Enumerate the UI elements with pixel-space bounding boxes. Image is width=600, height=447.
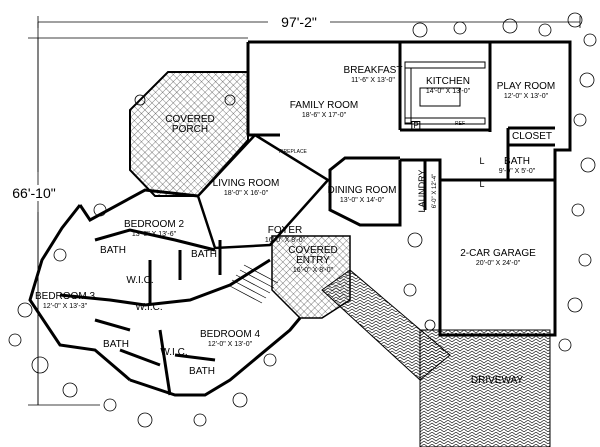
room-bedroom-2: BEDROOM 2 13'-0" X 13'-6": [123, 219, 185, 239]
room-dimensions: 9'-0" X 5'-0": [498, 168, 536, 175]
room-driveway: DRIVEWAY: [470, 375, 524, 386]
room-dimensions: 13'-0" X 14'-0": [339, 197, 385, 204]
room-dimensions: 12'-0" X 13'-0": [207, 341, 253, 348]
room-name: BEDROOM 2: [123, 219, 185, 230]
room-dimensions: 14'-0" X 13'-0": [425, 88, 471, 95]
room-name: FOYER: [267, 225, 303, 236]
room-name: PLAY ROOM: [496, 81, 556, 92]
room-dimensions: 12'-0" X 13'-0": [503, 93, 549, 100]
room-name: LAUNDRY: [417, 169, 427, 213]
room-name: 2-CAR GARAGE: [460, 248, 536, 259]
room-name-line2: PORCH: [171, 124, 209, 135]
room-closet: CLOSET: [512, 132, 552, 142]
landscaping: [8, 12, 597, 428]
room-name: BEDROOM 4: [199, 329, 261, 340]
pantry-tag: P: [411, 121, 421, 131]
room-covered-entry: COVERED ENTRY 16'-0" X 8'-0": [288, 245, 338, 275]
room-bedroom-4: BEDROOM 4 12'-0" X 13'-0": [199, 329, 261, 349]
room-wic-left: W.I.C.: [126, 275, 154, 286]
room-play-room: PLAY ROOM 12'-0" X 13'-0": [496, 81, 556, 101]
kitchen-counters: [404, 61, 486, 125]
stairs: [227, 264, 279, 304]
room-name: BATH: [504, 156, 530, 167]
room-name: BEDROOM 3: [34, 291, 96, 302]
room-name: COVERED: [288, 245, 338, 256]
room-dimensions: 16'-0" X 8'-0": [292, 267, 334, 274]
room-wic-mid: W.I.C.: [135, 302, 163, 313]
room-dining-room: DINING ROOM 13'-0" X 14'-0": [327, 185, 397, 205]
room-dimensions: 20'-0" X 24'-0": [475, 260, 521, 267]
walls: [28, 40, 572, 397]
room-name: BREAKFAST: [343, 65, 403, 76]
room-name: LIVING ROOM: [212, 178, 280, 189]
room-laundry: LAUNDRY 6'-0" X 12'-4": [417, 161, 439, 221]
room-dimensions: 12'-0" X 13'-3": [42, 303, 88, 310]
room-wic-low: W.I.C.: [160, 347, 188, 358]
room-breakfast: BREAKFAST 11'-6" X 13'-0": [343, 65, 403, 85]
refrigerator-tag: REF: [455, 121, 465, 127]
driveway-area: [419, 329, 551, 447]
room-name-line2: ENTRY: [296, 255, 330, 266]
room-living-room: LIVING ROOM 18'-0" X 16'-0": [212, 178, 280, 198]
room-kitchen: KITCHEN 14'-0" X 13'-0": [425, 76, 471, 96]
room-bath-center: BATH: [191, 249, 217, 260]
linen-tag-2: L: [479, 179, 485, 189]
room-name: CLOSET: [511, 131, 553, 142]
room-name: FAMILY ROOM: [289, 100, 359, 111]
room-dimensions: 11'-6" X 13'-0": [351, 77, 395, 84]
room-bedroom-3: BEDROOM 3 12'-0" X 13'-3": [34, 291, 96, 311]
room-bath-bedroom4: BATH: [189, 366, 215, 377]
overall-depth-label: 66'-10": [11, 185, 57, 201]
room-bath-bedroom3: BATH: [103, 339, 129, 350]
room-family-room: FAMILY ROOM 18'-6" X 17'-0": [289, 100, 359, 120]
linen-tag-1: L: [479, 156, 485, 166]
room-name: KITCHEN: [426, 76, 470, 87]
room-dimensions: 13'-0" X 13'-6": [131, 231, 177, 238]
fireplace-label: FIREPLACE: [279, 149, 307, 155]
room-name: COVERED: [165, 114, 215, 125]
room-dimensions: 16'-0" X 8'-0": [264, 237, 306, 244]
room-foyer: FOYER 16'-0" X 8'-0": [264, 225, 306, 245]
room-garage: 2-CAR GARAGE 20'-0" X 24'-0": [460, 248, 536, 268]
room-dimensions: 18'-0" X 16'-0": [223, 190, 269, 197]
room-bath-left: BATH: [100, 245, 126, 256]
room-name: DINING ROOM: [327, 185, 397, 196]
room-dimensions: 18'-6" X 17'-0": [301, 112, 347, 119]
room-dimensions: 6'-0" X 12'-4": [432, 173, 438, 209]
room-bath-upper-right: BATH 9'-0" X 5'-0": [498, 156, 536, 176]
room-covered-porch: COVERED PORCH: [165, 115, 214, 135]
overall-width-label: 97'-2": [281, 14, 317, 30]
